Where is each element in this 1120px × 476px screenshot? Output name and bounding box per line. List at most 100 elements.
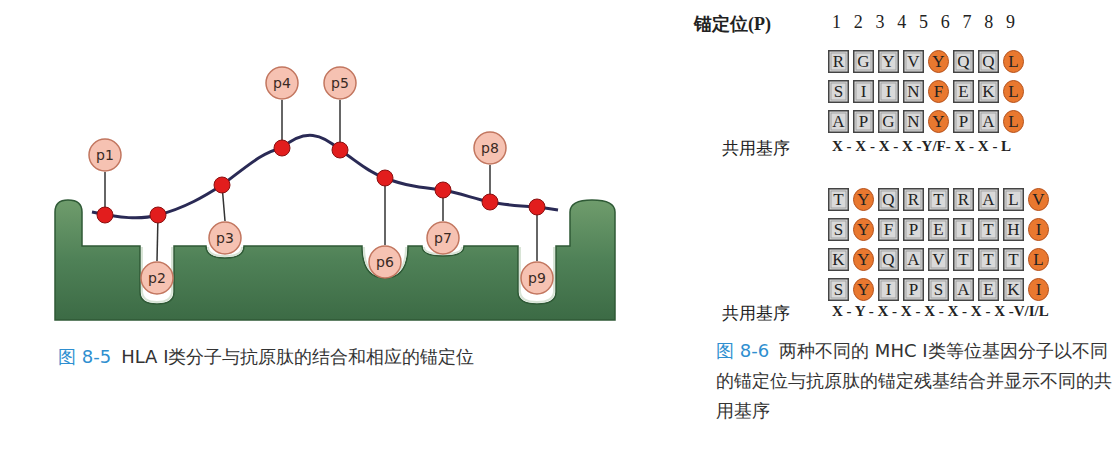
pocket-circle-text: p8 [473, 131, 507, 165]
residue-outline [1004, 219, 1024, 241]
residue-outline [854, 81, 874, 103]
caption-text: HLA Ⅰ类分子与抗原肽的结合和相应的锚定位 [121, 346, 474, 367]
residue-outline [879, 219, 899, 241]
residue-outline [954, 219, 974, 241]
residue-box-text: T [978, 248, 999, 271]
residue-box-text: E [928, 218, 949, 241]
residue-box: P [903, 278, 924, 301]
anchor-residue-text: L [1003, 80, 1024, 103]
row-heading: 锚定位(P) [694, 12, 771, 36]
residue-outline [829, 219, 849, 241]
pocket-circle-text: p5 [323, 66, 357, 100]
pocket-circle-text: p7 [426, 221, 460, 255]
motif-sequence: X - Y - X - X - X - X - X - X -V/I/L [832, 303, 1049, 320]
anchor-circle [854, 219, 874, 241]
anchor-residue-text: V [1028, 188, 1049, 211]
residue-box-text: S [828, 218, 849, 241]
pocket-circle: p7 [426, 221, 460, 255]
residue-box: T [978, 248, 999, 271]
residue-box-text: V [928, 248, 949, 271]
anchor-circle [1004, 111, 1024, 133]
anchor-residue: Y [928, 50, 949, 73]
residue-outline [879, 189, 899, 211]
anchor-circle [1029, 279, 1049, 301]
anchor-residue: V [1028, 188, 1049, 211]
anchor-residue-text: Y [853, 248, 874, 271]
residue-outline [829, 249, 849, 271]
residue-box-text: G [853, 50, 874, 73]
residue-box-text: E [953, 80, 974, 103]
residue-box: T [928, 188, 949, 211]
residue-outline [979, 111, 999, 133]
residue-outline [1004, 189, 1024, 211]
residue-box: T [953, 248, 974, 271]
residue-box-text: I [853, 80, 874, 103]
anchor-residue: L [1003, 50, 1024, 73]
residue-box-text: P [903, 278, 924, 301]
residue-box-text: L [1003, 188, 1024, 211]
position-number: 5 [919, 12, 928, 33]
anchor-residue: L [1028, 248, 1049, 271]
position-number: 8 [984, 12, 993, 33]
residue-box: G [853, 50, 874, 73]
residue-outline [1004, 279, 1024, 301]
pocket-circle-text: p2 [140, 261, 174, 295]
residue-outline [929, 189, 949, 211]
residue-outline [929, 249, 949, 271]
residue-outline [904, 249, 924, 271]
residue-outline [829, 81, 849, 103]
pocket-circle-outline [141, 262, 173, 294]
figure-number: 图 8-5 [58, 346, 111, 367]
residue-outline [979, 219, 999, 241]
residue-box-text: G [878, 110, 899, 133]
residue-box: L [1003, 188, 1024, 211]
anchor-residue-text: I [1028, 218, 1049, 241]
residue-box-text: R [903, 188, 924, 211]
residue-box-text: I [953, 218, 974, 241]
pocket-circle: p6 [368, 245, 402, 279]
anchor-residue: Y [853, 218, 874, 241]
residue-box-text: S [828, 80, 849, 103]
position-number: 1 [832, 12, 841, 33]
residue-box-text: S [828, 278, 849, 301]
residue-box: K [828, 248, 849, 271]
residue-box: T [1003, 248, 1024, 271]
residue-outline [854, 51, 874, 73]
row-heading: 共用基序 [722, 302, 790, 325]
anchor-residue-text: L [1003, 50, 1024, 73]
anchor-residue: I [1028, 278, 1049, 301]
residue-box: A [978, 188, 999, 211]
residue-box: E [928, 218, 949, 241]
residue-outline [904, 81, 924, 103]
anchor-residue-text: L [1003, 110, 1024, 133]
residue-box-text: A [903, 248, 924, 271]
residue-box: T [828, 188, 849, 211]
anchor-residue: I [1028, 218, 1049, 241]
leader-lines [105, 100, 537, 261]
residue-box-text: A [828, 110, 849, 133]
anchor-circle [1004, 81, 1024, 103]
residue-outline [979, 51, 999, 73]
residue-box-text: A [978, 110, 999, 133]
pocket-circle: p4 [265, 66, 299, 100]
residue-box-text: T [978, 218, 999, 241]
anchor-circle [929, 81, 949, 103]
residue-box-text: H [1003, 218, 1024, 241]
residue-box: S [828, 80, 849, 103]
pocket-circle: p8 [473, 131, 507, 165]
position-number: 2 [854, 12, 863, 33]
residue-box-text: K [828, 248, 849, 271]
residue-outline [954, 51, 974, 73]
anchor-circle [854, 249, 874, 271]
anchor-circle [1004, 51, 1024, 73]
residue-box: K [1003, 278, 1024, 301]
residue-outline [979, 189, 999, 211]
residue-box-text: T [828, 188, 849, 211]
residue-box: G [878, 110, 899, 133]
pocket-circle-outline [209, 222, 241, 254]
residue-box-text: Y [878, 50, 899, 73]
residue-box: N [903, 80, 924, 103]
anchor-circle [1029, 189, 1049, 211]
motif-sequence: X - X - X - X -Y/F- X - X - L [832, 138, 1011, 155]
residue-box: I [878, 278, 899, 301]
